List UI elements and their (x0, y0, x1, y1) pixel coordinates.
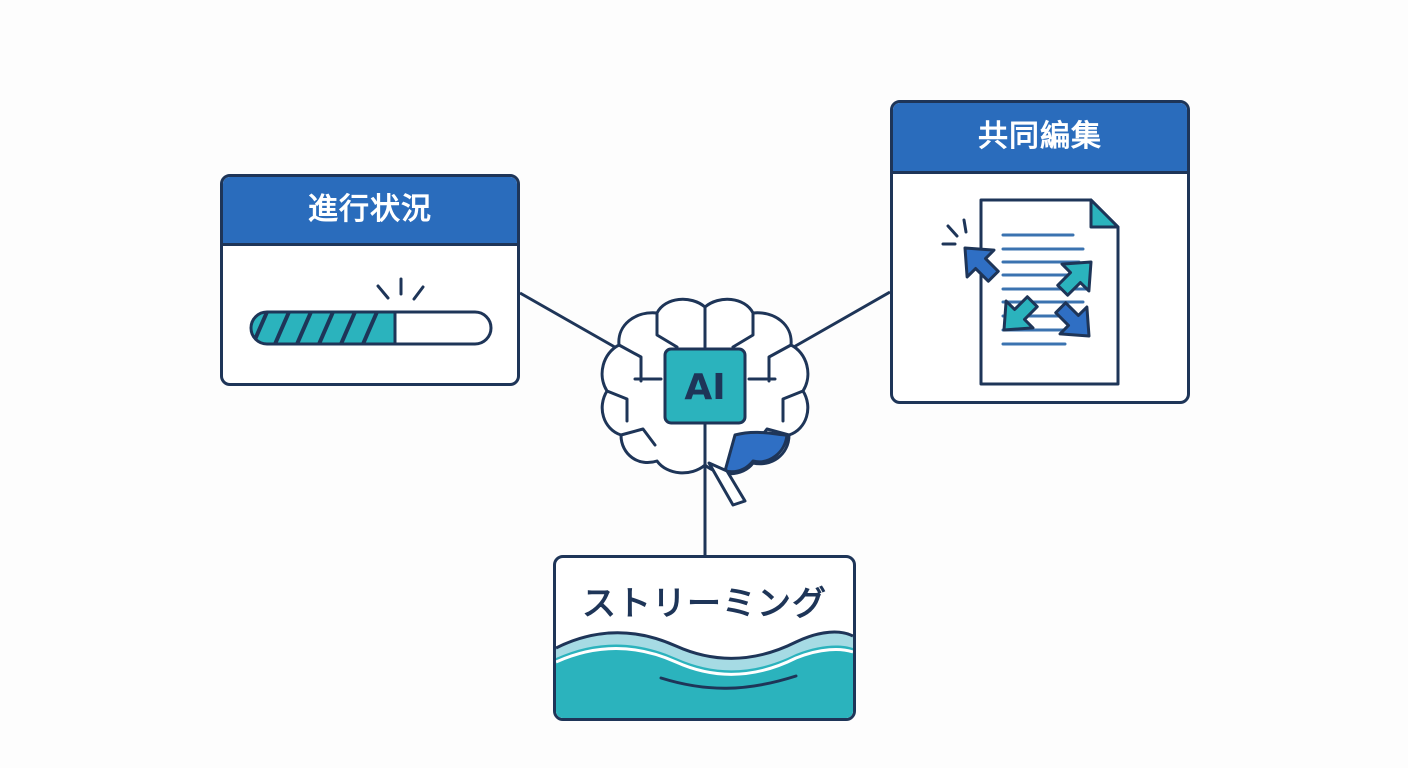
stream-card: ストリーミング (553, 555, 856, 721)
progress-stripe (317, 312, 335, 344)
cursor-icon (963, 246, 1000, 283)
wave-icon (556, 630, 853, 718)
progress-card-title: 進行状況 (223, 177, 517, 246)
ai-chip (663, 347, 747, 425)
cursor-icon (1002, 295, 1039, 332)
ai-label: AI (684, 367, 725, 408)
progress-bar-track (249, 310, 493, 346)
progress-stripe (339, 312, 357, 344)
progress-spark-icon (376, 277, 425, 301)
document-icon (979, 198, 1120, 386)
progress-stripe (273, 312, 291, 344)
collab-card: 共同編集 (890, 100, 1190, 404)
stream-card-title: ストリーミング (582, 584, 827, 624)
progress-stripe (361, 312, 379, 344)
progress-card: 進行状況 (220, 174, 520, 386)
cursor-icon (1054, 301, 1091, 338)
document-graphic (941, 198, 1120, 386)
connector-collab (791, 290, 891, 350)
cursor-icon (1056, 260, 1093, 297)
progress-stripe (295, 312, 313, 344)
connector-progress (519, 291, 621, 352)
click-spark-icon (941, 218, 968, 246)
brain-icon: AI (600, 297, 810, 507)
progress-bar-graphic (249, 277, 493, 346)
collab-card-title: 共同編集 (893, 103, 1187, 174)
